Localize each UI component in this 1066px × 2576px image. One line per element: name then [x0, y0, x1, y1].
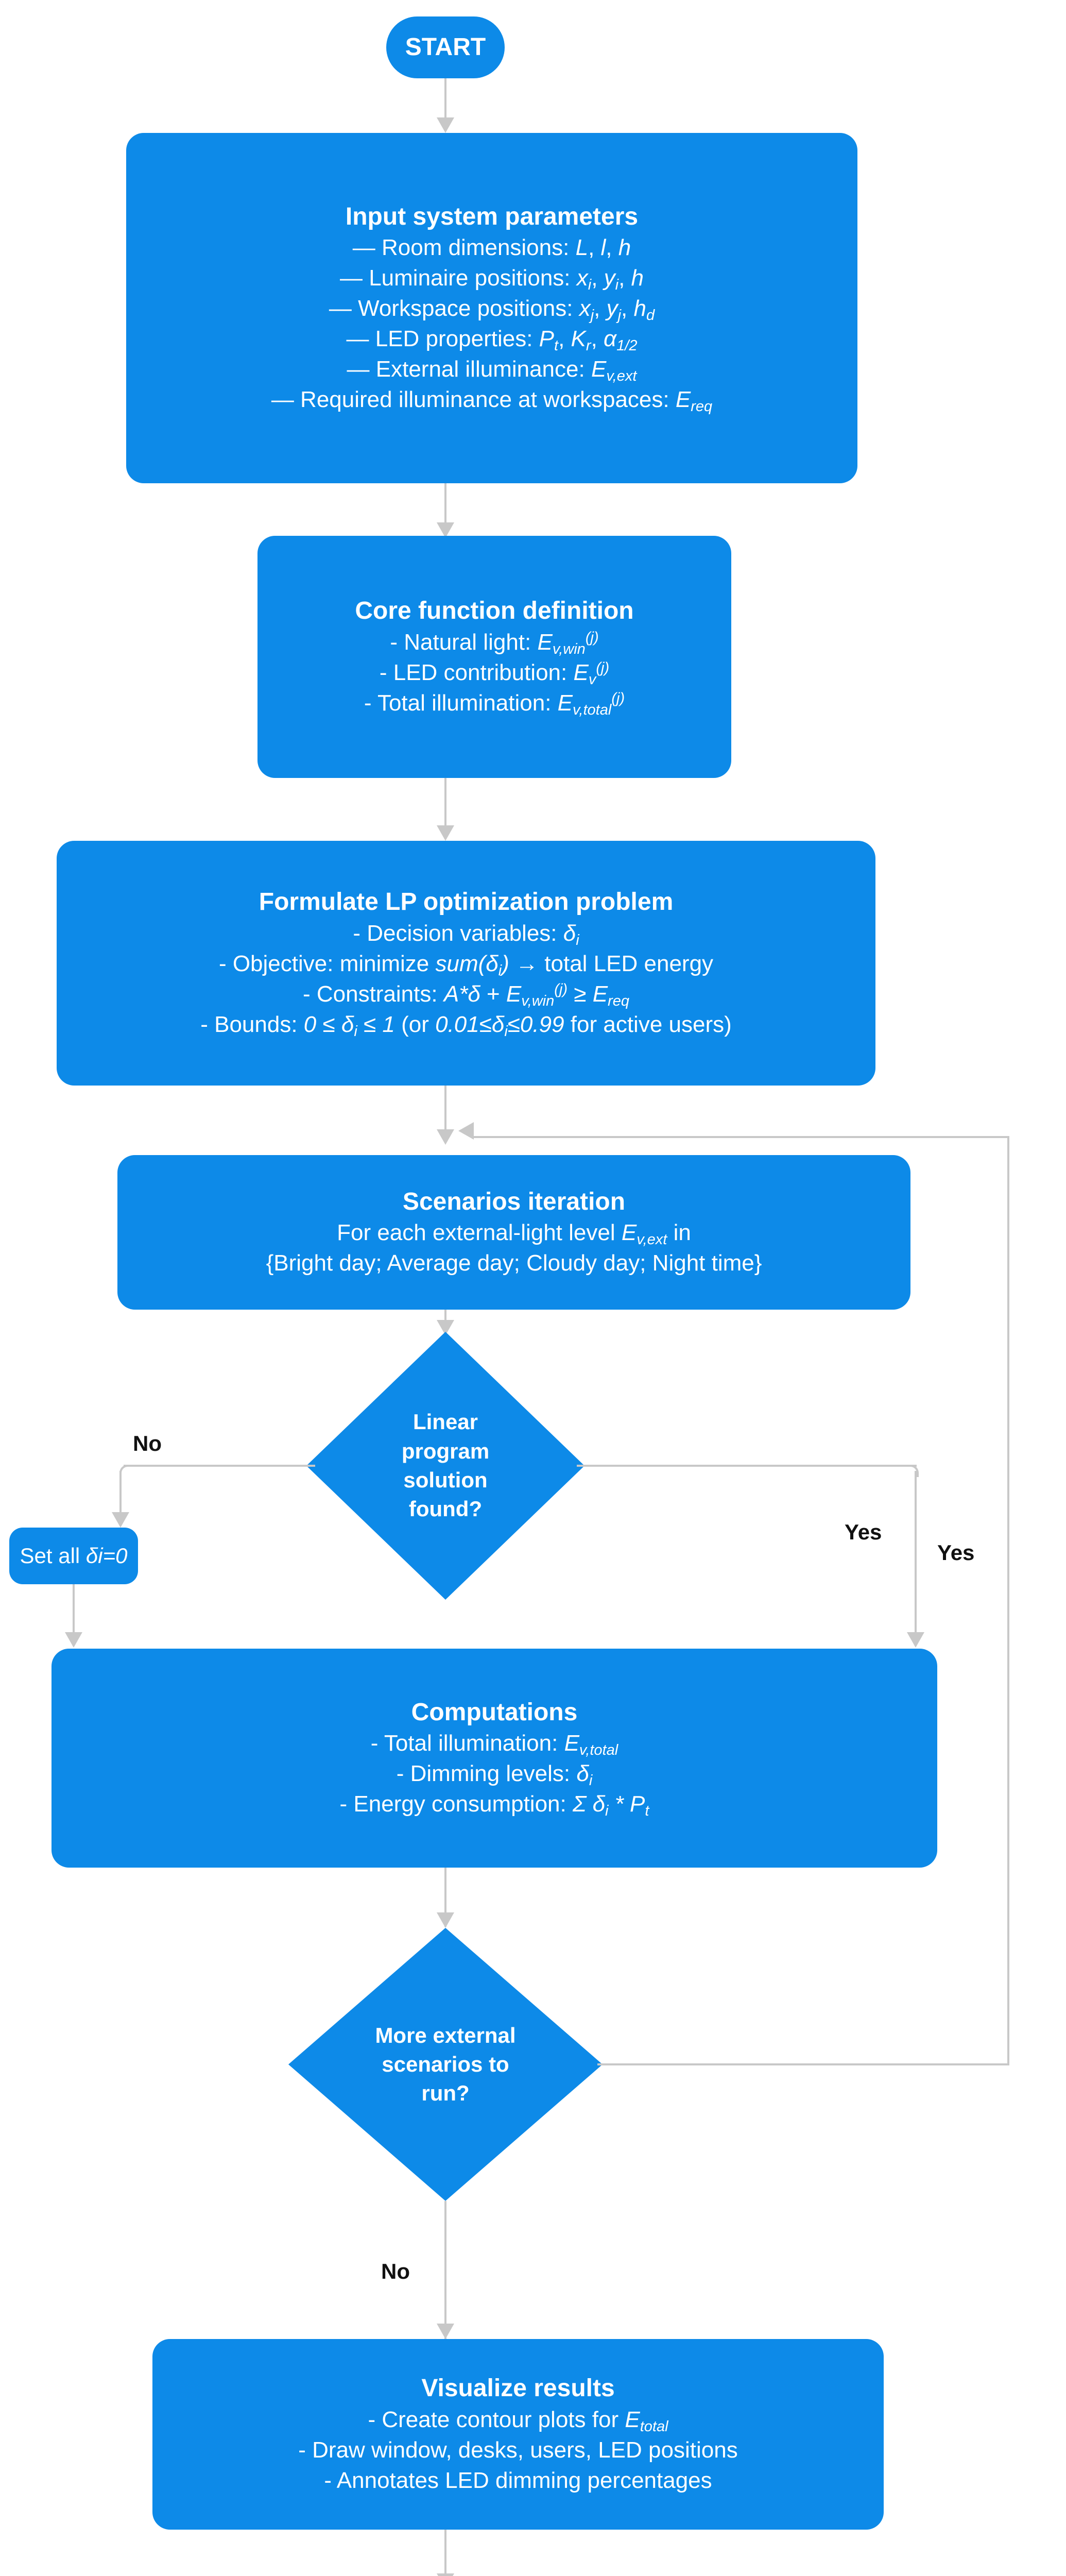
decision-lp-solution-found[interactable]: Linear program solution found?: [306, 1332, 584, 1600]
arrow-start-to-input: [437, 117, 454, 133]
node-scenarios-iteration[interactable]: Scenarios iteration For each external-li…: [117, 1155, 910, 1310]
decision-more-line-0: More external: [375, 2023, 516, 2047]
edge-label-more-yes: Yes: [937, 1540, 975, 1565]
connector-start-to-input: [444, 78, 446, 126]
edge-label-lp-no: No: [133, 1431, 162, 1455]
connector-lp-yes-horizontal: [577, 1465, 917, 1467]
node-lp-title: Formulate LP optimization problem: [259, 888, 674, 916]
node-input-item-4: — External illuminance: Ev,ext: [347, 357, 637, 385]
node-scenarios-item-1: {Bright day; Average day; Cloudy day; Ni…: [266, 1250, 762, 1276]
node-visualize-item-0: - Create contour plots for Etotal: [368, 2406, 668, 2435]
node-set-all-delta-zero[interactable]: Set all δi=0: [9, 1528, 138, 1584]
decision-more-text: More external scenarios to run?: [288, 1928, 603, 2201]
node-input-item-5: — Required illuminance at workspaces: Er…: [271, 387, 713, 415]
arrow-visualize-to-stats: [437, 2573, 454, 2576]
node-start[interactable]: START: [386, 16, 505, 78]
arrow-input-to-core: [437, 522, 454, 538]
edge-label-lp-yes: Yes: [845, 1520, 882, 1544]
node-computations-item-1: - Dimming levels: δi: [396, 1761, 593, 1789]
node-formulate-lp-problem[interactable]: Formulate LP optimization problem - Deci…: [57, 841, 875, 1086]
connector-more-yes-vertical: [1007, 1136, 1009, 2064]
node-core-item-2: - Total illumination: Ev,total(j): [364, 690, 625, 718]
decision-lp-line-3: found?: [408, 1497, 483, 1521]
node-visualize-item-1: - Draw window, desks, users, LED positio…: [298, 2437, 738, 2463]
decision-more-line-2: run?: [421, 2081, 470, 2106]
connector-more-yes-return-top: [474, 1136, 1009, 1138]
connector-computations-to-more: [444, 1868, 446, 1927]
connector-more-no-vertical: [444, 2201, 446, 2341]
node-core-title: Core function definition: [355, 597, 634, 625]
node-lp-item-3: - Bounds: 0 ≤ δi ≤ 1 (or 0.01≤δi≤0.99 fo…: [200, 1011, 732, 1040]
connector-lp-no-horizontal: [124, 1465, 315, 1467]
arrow-setzero-to-computations: [65, 1632, 82, 1648]
node-visualize-item-2: - Annotates LED dimming percentages: [324, 2467, 712, 2493]
decision-more-scenarios[interactable]: More external scenarios to run?: [288, 1928, 603, 2201]
node-input-item-1: — Luminaire positions: xi, yi, h: [339, 265, 644, 294]
decision-more-line-1: scenarios to: [382, 2052, 509, 2076]
node-input-item-3: — LED properties: Pt, Kr, α1/2: [346, 326, 638, 354]
arrow-lp-to-scenarios: [437, 1129, 454, 1145]
node-input-title: Input system parameters: [345, 202, 639, 230]
connector-lp-to-scenarios: [444, 1086, 446, 1141]
arrow-lp-yes-to-computations: [907, 1632, 924, 1648]
node-input-system-parameters[interactable]: Input system parameters — Room dimension…: [126, 133, 857, 483]
connector-visualize-to-stats: [444, 2530, 446, 2576]
node-scenarios-item-0: For each external-light level Ev,ext in: [337, 1220, 691, 1248]
decision-lp-text: Linear program solution found?: [306, 1332, 584, 1600]
node-computations-item-0: - Total illumination: Ev,total: [370, 1731, 618, 1759]
decision-lp-line-0: Linear: [412, 1410, 478, 1434]
connector-lp-yes-vertical: [915, 1471, 917, 1646]
node-lp-item-1: - Objective: minimize sum(δi) → total LE…: [218, 951, 714, 979]
arrow-computations-to-more: [437, 1912, 454, 1928]
node-set-all-delta-zero-label: Set all δi=0: [20, 1543, 128, 1568]
node-core-item-0: - Natural light: Ev,win(j): [390, 629, 599, 657]
decision-lp-line-1: program: [401, 1438, 490, 1463]
edge-label-more-no: No: [381, 2259, 410, 2283]
arrow-loop-return-to-scenarios: [458, 1122, 474, 1140]
connector-input-to-core: [444, 483, 446, 531]
node-computations-title: Computations: [411, 1698, 578, 1726]
node-input-item-2: — Workspace positions: xj, yj, hd: [329, 296, 655, 324]
node-computations-item-2: - Energy consumption: Σ δi * Pt: [339, 1791, 649, 1820]
arrow-lp-no-to-setzero: [112, 1512, 129, 1528]
connector-setzero-to-computations: [73, 1584, 75, 1646]
decision-lp-line-2: solution: [403, 1468, 488, 1492]
connector-core-to-lp: [444, 778, 446, 834]
node-lp-item-2: - Constraints: A*δ + Ev,win(j) ≥ Ereq: [302, 981, 630, 1009]
connector-lp-yes-corner: [906, 1465, 919, 1477]
connector-more-yes-horizontal: [597, 2063, 1009, 2065]
node-scenarios-title: Scenarios iteration: [402, 1188, 626, 1215]
arrow-more-no-to-visualize: [437, 2324, 454, 2339]
node-visualize-title: Visualize results: [421, 2375, 615, 2402]
node-core-function-definition[interactable]: Core function definition - Natural light…: [257, 536, 731, 778]
node-visualize-results[interactable]: Visualize results - Create contour plots…: [152, 2339, 884, 2530]
node-lp-item-0: - Decision variables: δi: [353, 920, 579, 948]
node-computations[interactable]: Computations - Total illumination: Ev,to…: [51, 1649, 937, 1868]
connector-lp-no-vertical: [119, 1471, 122, 1522]
node-start-label: START: [405, 33, 486, 61]
node-input-item-0: — Room dimensions: L, l, h: [352, 235, 631, 261]
node-core-item-1: - LED contribution: Ev(j): [379, 659, 610, 688]
arrow-core-to-lp: [437, 825, 454, 841]
